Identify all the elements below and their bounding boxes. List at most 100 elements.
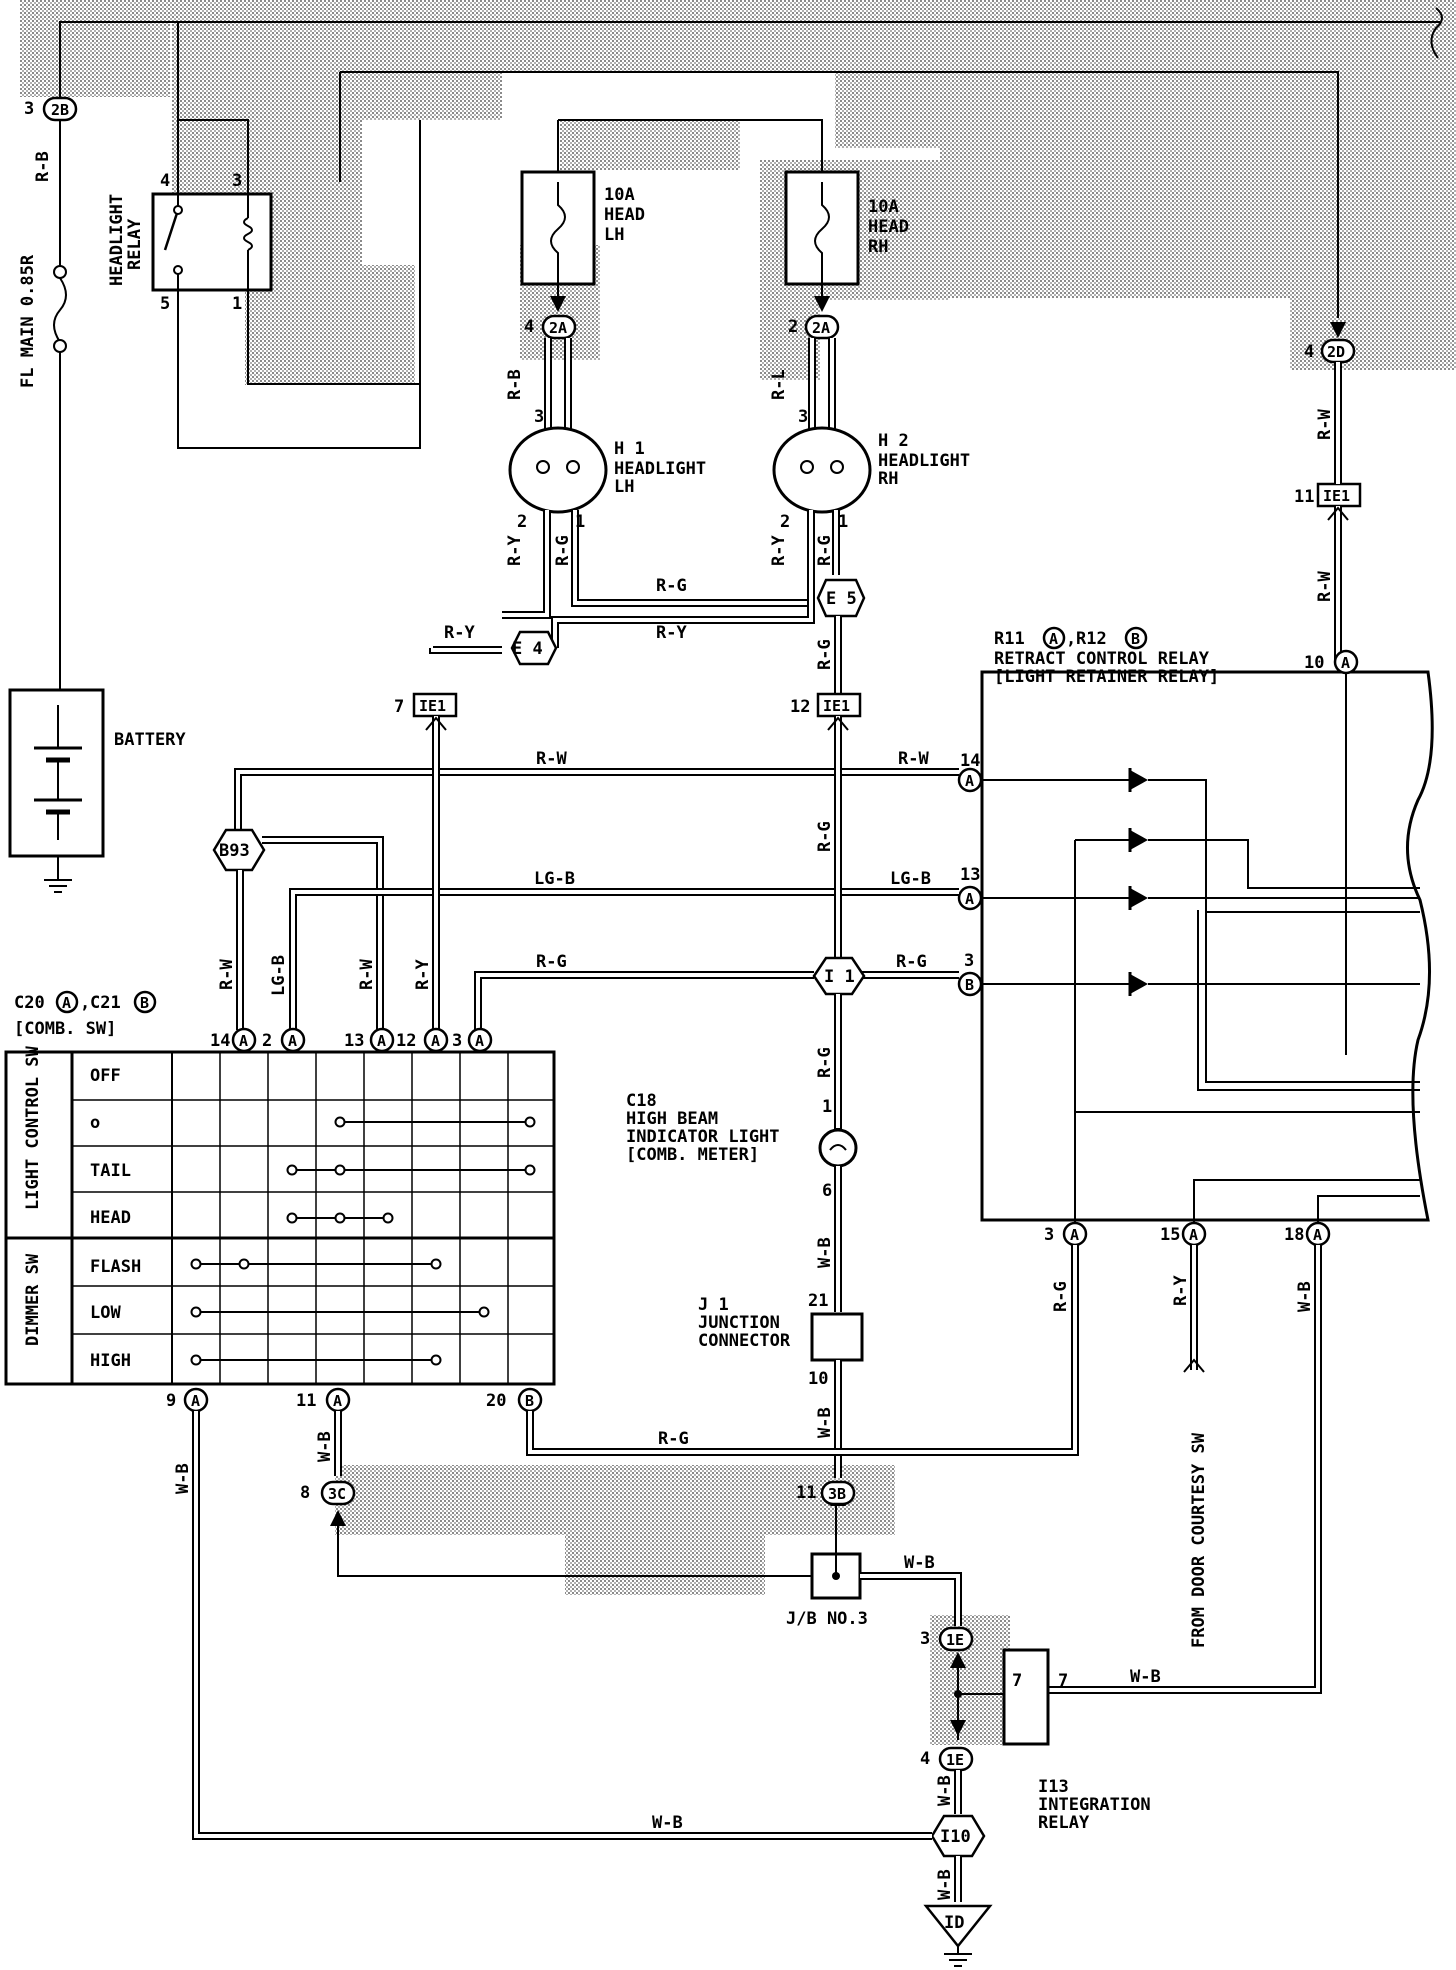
svg-text:C21: C21 (90, 993, 121, 1013)
svg-text:3: 3 (1044, 1225, 1054, 1245)
svg-text:R-G: R-G (815, 639, 835, 670)
svg-text:I10: I10 (940, 1827, 971, 1847)
svg-text:R-G: R-G (656, 576, 687, 596)
switch-contact (382, 1212, 394, 1224)
connector-3b (820, 1480, 856, 1506)
svg-text:2A: 2A (812, 319, 830, 337)
svg-text:R-G: R-G (896, 952, 927, 972)
svg-text:A: A (62, 994, 71, 1012)
svg-text:R-W: R-W (536, 749, 567, 769)
fuse-head-rh: 10A HEAD RH 2A 2 (784, 170, 909, 340)
svg-text:LG-B: LG-B (890, 869, 931, 889)
svg-text:7: 7 (1012, 1671, 1022, 1691)
svg-text:R-G: R-G (536, 952, 567, 972)
svg-text:RH: RH (878, 469, 898, 489)
switch-contact (524, 1164, 536, 1176)
svg-text:2D: 2D (1327, 343, 1345, 361)
svg-text:IE1: IE1 (419, 697, 446, 715)
junction-connector-j1: 21 J 1 JUNCTION CONNECTOR 10 W-B 3B 11 (698, 1291, 864, 1506)
svg-text:2: 2 (262, 1031, 272, 1051)
svg-text:W-B: W-B (1295, 1281, 1315, 1312)
retract-control-relay: R11 A , R12 B RETRACT CONTROL RELAY [LIG… (957, 626, 1434, 1247)
connector-2a-rh (804, 314, 840, 340)
headlight-lh-icon (508, 426, 608, 514)
svg-text:R-G: R-G (815, 821, 835, 852)
svg-text:B: B (1131, 630, 1140, 648)
svg-text:HEADLIGHT: HEADLIGHT (614, 459, 706, 479)
svg-text:I 1: I 1 (824, 967, 855, 987)
svg-text:4: 4 (920, 1749, 930, 1769)
svg-text:R-W: R-W (898, 749, 929, 769)
switch-contact (478, 1306, 490, 1318)
switch-contact (524, 1116, 536, 1128)
svg-text:1: 1 (575, 512, 585, 532)
svg-text:A: A (239, 1032, 248, 1050)
svg-text:FROM DOOR COURTESY SW: FROM DOOR COURTESY SW (1189, 1432, 1209, 1648)
svg-text:3: 3 (534, 407, 544, 427)
svg-text:R11: R11 (994, 629, 1025, 649)
svg-text:FL MAIN 0.85R: FL MAIN 0.85R (18, 254, 38, 388)
svg-text:W-B: W-B (815, 1407, 835, 1438)
svg-text:R-W: R-W (1315, 571, 1335, 602)
svg-text:H 2: H 2 (878, 431, 909, 451)
svg-text:W-B: W-B (935, 1869, 955, 1900)
svg-text:7: 7 (394, 697, 404, 717)
svg-text:IE1: IE1 (823, 697, 850, 715)
svg-text:IE1: IE1 (1323, 487, 1350, 505)
svg-text:A: A (431, 1032, 440, 1050)
lower-junction: W-B 3C 8 J/B NO.3 W-B 1E 3 1E 4 7 7 I13 … (173, 1411, 1151, 1967)
svg-text:1: 1 (232, 294, 242, 314)
svg-text:LOW: LOW (90, 1303, 121, 1323)
switch-contact (190, 1354, 202, 1366)
svg-text:A: A (1189, 1226, 1198, 1244)
battery-label: BATTERY (114, 730, 186, 750)
svg-text:21: 21 (808, 1291, 828, 1311)
svg-text:HEADLIGHT: HEADLIGHT (878, 451, 970, 471)
svg-text:18: 18 (1284, 1225, 1304, 1245)
svg-text:5: 5 (160, 294, 170, 314)
headlight-h2: R-L 3 H 2 HEADLIGHT RH (769, 338, 970, 514)
svg-text:A: A (475, 1032, 484, 1050)
combination-switch: C20 A , C21 B [COMB. SW] 14 A 2 A 13 A 1… (4, 990, 556, 1413)
middle-harness: R-W R-W B93 R-W R-W LG-B LG-B LG-B R-Y R… (212, 716, 959, 1130)
svg-text:R-G: R-G (658, 1429, 689, 1449)
headlight-rh-icon (772, 426, 872, 514)
svg-text:R-Y: R-Y (1171, 1275, 1191, 1306)
svg-text:ID: ID (944, 1913, 964, 1933)
svg-text:W-B: W-B (935, 1775, 955, 1806)
svg-text:R-L: R-L (769, 369, 789, 400)
svg-text:B: B (140, 994, 149, 1012)
svg-text:A: A (1341, 654, 1350, 672)
svg-text:RELAY: RELAY (125, 218, 145, 270)
svg-text:A: A (1313, 1226, 1322, 1244)
svg-text:A: A (333, 1392, 342, 1410)
svg-text:10A: 10A (604, 185, 635, 205)
svg-text:INTEGRATION: INTEGRATION (1038, 1795, 1151, 1815)
svg-text:W-B: W-B (315, 1431, 335, 1462)
svg-text:R-W: R-W (217, 959, 237, 990)
svg-text:13: 13 (960, 865, 980, 885)
svg-text:11: 11 (796, 1483, 816, 1503)
connector-3c (320, 1480, 356, 1506)
svg-text:RELAY: RELAY (1038, 1813, 1090, 1833)
svg-text:A: A (288, 1032, 297, 1050)
svg-text:B: B (525, 1392, 534, 1410)
svg-text:R-G: R-G (815, 535, 835, 566)
svg-text:12: 12 (396, 1031, 416, 1051)
svg-text:LH: LH (604, 225, 624, 245)
svg-text:C18: C18 (626, 1091, 657, 1111)
svg-text:7: 7 (1058, 1671, 1068, 1691)
svg-text:W-B: W-B (904, 1553, 935, 1573)
svg-text:[COMB. SW]: [COMB. SW] (14, 1019, 116, 1039)
svg-text:I13: I13 (1038, 1777, 1069, 1797)
svg-text:A: A (965, 890, 974, 908)
svg-text:3: 3 (798, 407, 808, 427)
svg-text:C20: C20 (14, 993, 45, 1013)
svg-text:W-B: W-B (652, 1813, 683, 1833)
battery-icon (34, 705, 82, 840)
svg-text:12: 12 (790, 697, 810, 717)
svg-text:R-B: R-B (33, 151, 53, 182)
svg-text:,: , (1066, 629, 1076, 649)
svg-text:FLASH: FLASH (90, 1257, 141, 1277)
